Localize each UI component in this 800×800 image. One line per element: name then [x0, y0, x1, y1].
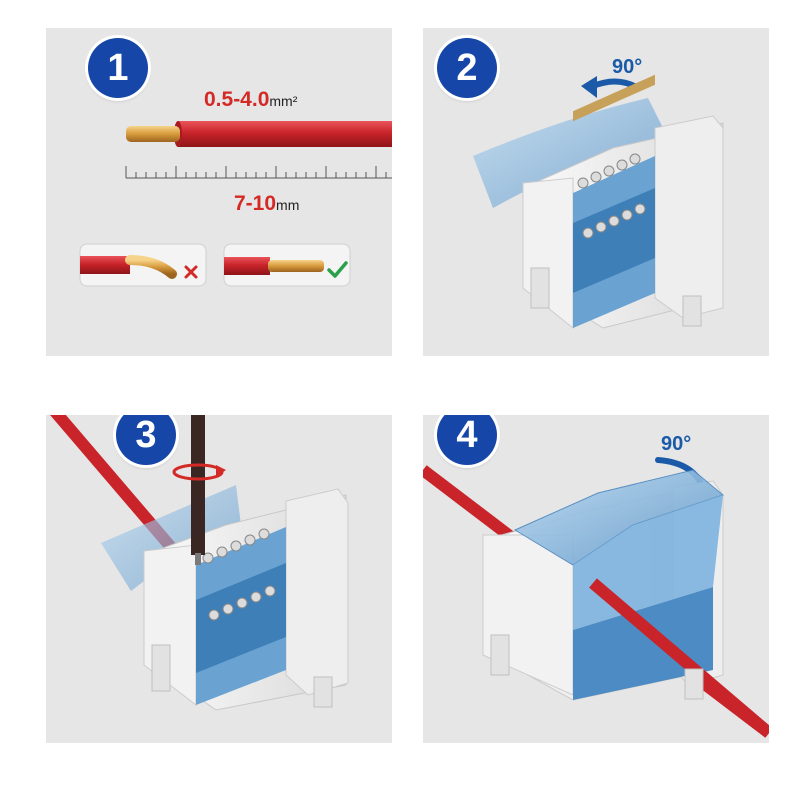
terminal-screws — [573, 74, 655, 239]
red-cross-icon — [184, 265, 198, 279]
cross-section-unit: mm² — [269, 93, 298, 109]
transparent-cover — [473, 98, 668, 208]
incorrect-strip-example — [79, 243, 207, 287]
screwdriver-tightening-illustration — [50, 415, 349, 711]
step-4-panel: 4 90° — [423, 415, 769, 743]
screwdriver — [191, 415, 205, 555]
ruler — [125, 166, 392, 179]
cross-section-value: 0.5-4.0 — [204, 88, 270, 111]
step-4-badge: 4 — [437, 415, 497, 465]
step-1-badge: 1 — [88, 38, 148, 98]
step-2-panel: 2 90° — [423, 28, 769, 356]
copper-conductor — [126, 126, 180, 142]
step-3-panel: 3 — [46, 415, 392, 743]
strip-length-value: 7-10 — [234, 192, 277, 215]
wire-cross-section-label: 0.5-4.0mm² — [204, 88, 297, 112]
step-3-badge: 3 — [116, 415, 176, 465]
wire-insulation — [178, 121, 392, 147]
green-check-icon — [327, 261, 348, 278]
strip-examples — [79, 243, 351, 287]
terminal-block-cover-open — [473, 74, 724, 330]
terminal-block-cover-closed — [423, 457, 769, 738]
step-2-badge: 2 — [437, 38, 497, 98]
step-1-panel: 1 0.5-4.0mm² — [46, 28, 392, 356]
strip-length-label: 7-10mm — [234, 192, 299, 216]
rotation-angle-label-closed: 90° — [661, 433, 692, 455]
rotation-angle-label: 90° — [612, 56, 643, 78]
stripped-wire-illustration — [125, 121, 392, 179]
strip-length-unit: mm — [276, 197, 300, 213]
correct-strip-example — [223, 243, 351, 287]
